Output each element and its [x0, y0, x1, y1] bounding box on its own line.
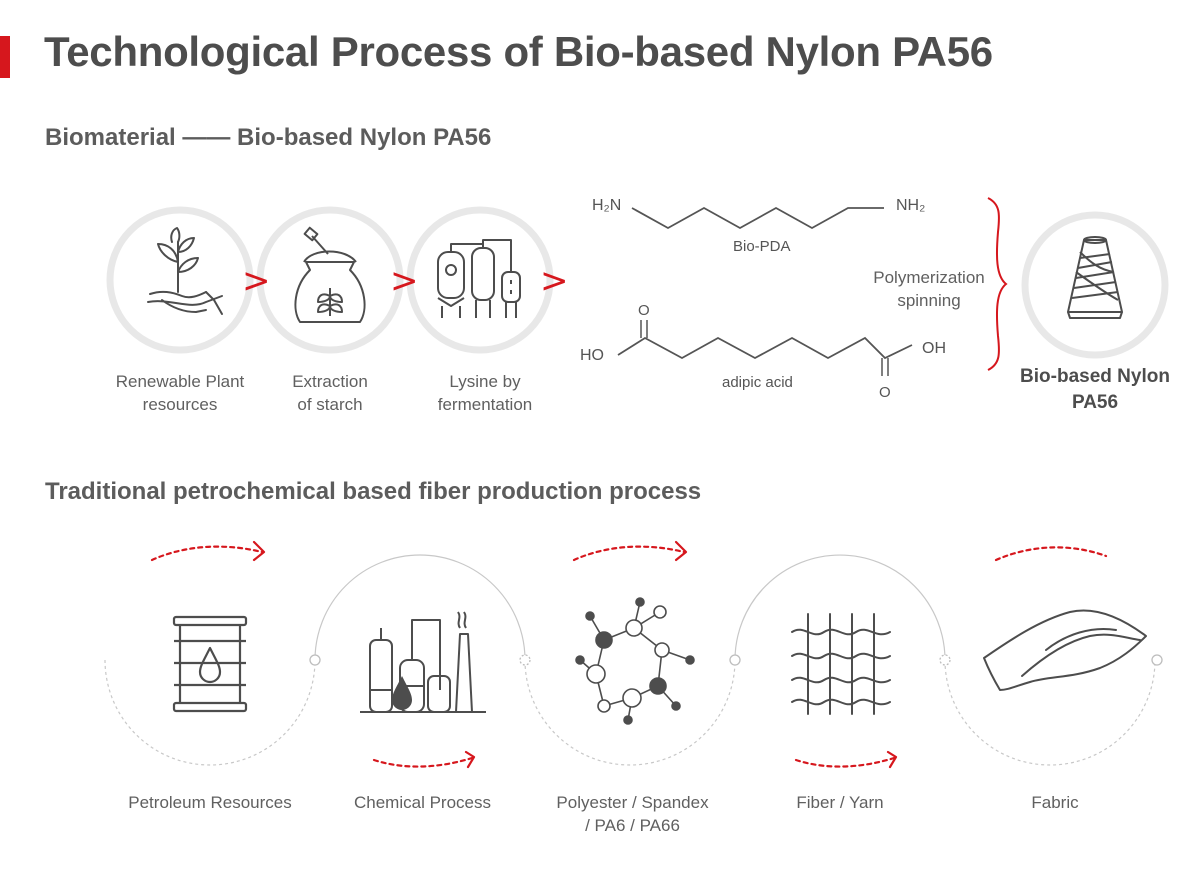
curly-brace: [987, 197, 1008, 371]
oxygen-bottom: O: [879, 384, 891, 401]
adipic-label: adipic acid: [722, 374, 793, 391]
step-label-line: Fabric: [1031, 793, 1079, 812]
red-arrow-icon: >: [390, 261, 419, 301]
trad-label-petroleum: Petroleum Resources: [95, 791, 325, 814]
flow-arc: [734, 554, 946, 661]
traditional-heading: Traditional petrochemical based fiber pr…: [45, 478, 702, 505]
fabric-icon: [983, 609, 1147, 691]
red-dashed-arrow: [994, 546, 1108, 562]
arrowhead-icon: [464, 750, 476, 769]
step-label-line: of starch: [297, 395, 363, 414]
arrowhead-icon: [674, 540, 688, 562]
step-label-lysine: Lysine by fermentation: [405, 370, 565, 416]
step-label-line: Chemical Process: [354, 793, 491, 812]
trad-label-fabric: Fabric: [985, 791, 1125, 814]
biomaterial-heading: Biomaterial —— Bio-based Nylon PA56: [45, 124, 492, 151]
flow-node: [939, 654, 951, 666]
flow-node: [309, 654, 321, 666]
product-label: Bio-based Nylon PA56: [1005, 364, 1185, 416]
woven-fiber-icon: [791, 613, 891, 715]
flow-arc: [524, 659, 736, 766]
flow-arc: [104, 659, 316, 766]
flow-arc: [314, 554, 526, 661]
trad-label-polyester: Polyester / Spandex / PA6 / PA66: [525, 791, 740, 837]
amine-left: H₂N: [592, 197, 622, 214]
step-label-line: Petroleum Resources: [128, 793, 292, 812]
process-label-line: Polymerization: [873, 268, 985, 287]
title-accent-bar: [0, 36, 10, 78]
trad-label-fiber: Fiber / Yarn: [760, 791, 920, 814]
hydroxyl-right: OH: [922, 340, 946, 357]
amine-right: NH₂: [896, 197, 926, 214]
step-label-starch: Extraction of starch: [255, 370, 405, 416]
trad-label-chemical: Chemical Process: [320, 791, 525, 814]
starch-sack-icon: [294, 226, 366, 323]
adipic-chain: [617, 336, 913, 360]
molecule-network-icon: [575, 597, 695, 725]
yarn-cone-icon: [1067, 236, 1123, 319]
step-circle-plant: [106, 206, 254, 354]
oxygen-top: O: [638, 302, 650, 319]
red-dashed-arrow: [150, 545, 264, 562]
hydroxyl-left: HO: [580, 347, 604, 364]
red-arrow-icon: >: [242, 261, 271, 301]
step-circle-product: [1021, 211, 1169, 359]
product-label-line: PA56: [1071, 392, 1119, 413]
product-label-line: Bio-based Nylon: [1020, 366, 1170, 387]
step-circle-starch: [256, 206, 404, 354]
red-arrow-icon: >: [540, 261, 569, 301]
step-circle-lysine: [406, 206, 554, 354]
step-label-line: fermentation: [437, 395, 533, 414]
arrowhead-icon: [252, 540, 266, 562]
plant-in-hand-icon: [147, 227, 223, 315]
process-label-line: spinning: [897, 291, 961, 310]
flow-node: [1151, 654, 1163, 666]
step-label-line: Renewable Plant: [115, 372, 245, 391]
step-label-line: Fiber / Yarn: [796, 793, 884, 812]
oil-barrel-icon: [172, 615, 248, 713]
pda-label: Bio-PDA: [733, 238, 791, 255]
polymerization-label: Polymerization spinning: [862, 266, 996, 312]
arrowhead-icon: [886, 750, 898, 769]
step-label-line: Polyester / Spandex: [556, 793, 709, 812]
step-label-line: / PA6 / PA66: [585, 816, 680, 835]
flow-arc: [944, 659, 1156, 766]
red-dashed-arrow: [794, 756, 896, 768]
red-dashed-arrow: [372, 756, 474, 768]
step-label-line: Lysine by: [449, 372, 521, 391]
step-label-plant: Renewable Plant resources: [95, 370, 265, 416]
pda-chain: [631, 206, 884, 230]
flow-node: [729, 654, 741, 666]
page-title: Technological Process of Bio-based Nylon…: [44, 28, 993, 75]
flow-node: [519, 654, 531, 666]
red-dashed-arrow: [572, 545, 686, 562]
fermentation-tanks-icon: [437, 239, 521, 318]
step-label-line: Extraction: [292, 372, 368, 391]
chemical-plant-icon: [360, 611, 486, 713]
step-label-line: resources: [142, 395, 218, 414]
